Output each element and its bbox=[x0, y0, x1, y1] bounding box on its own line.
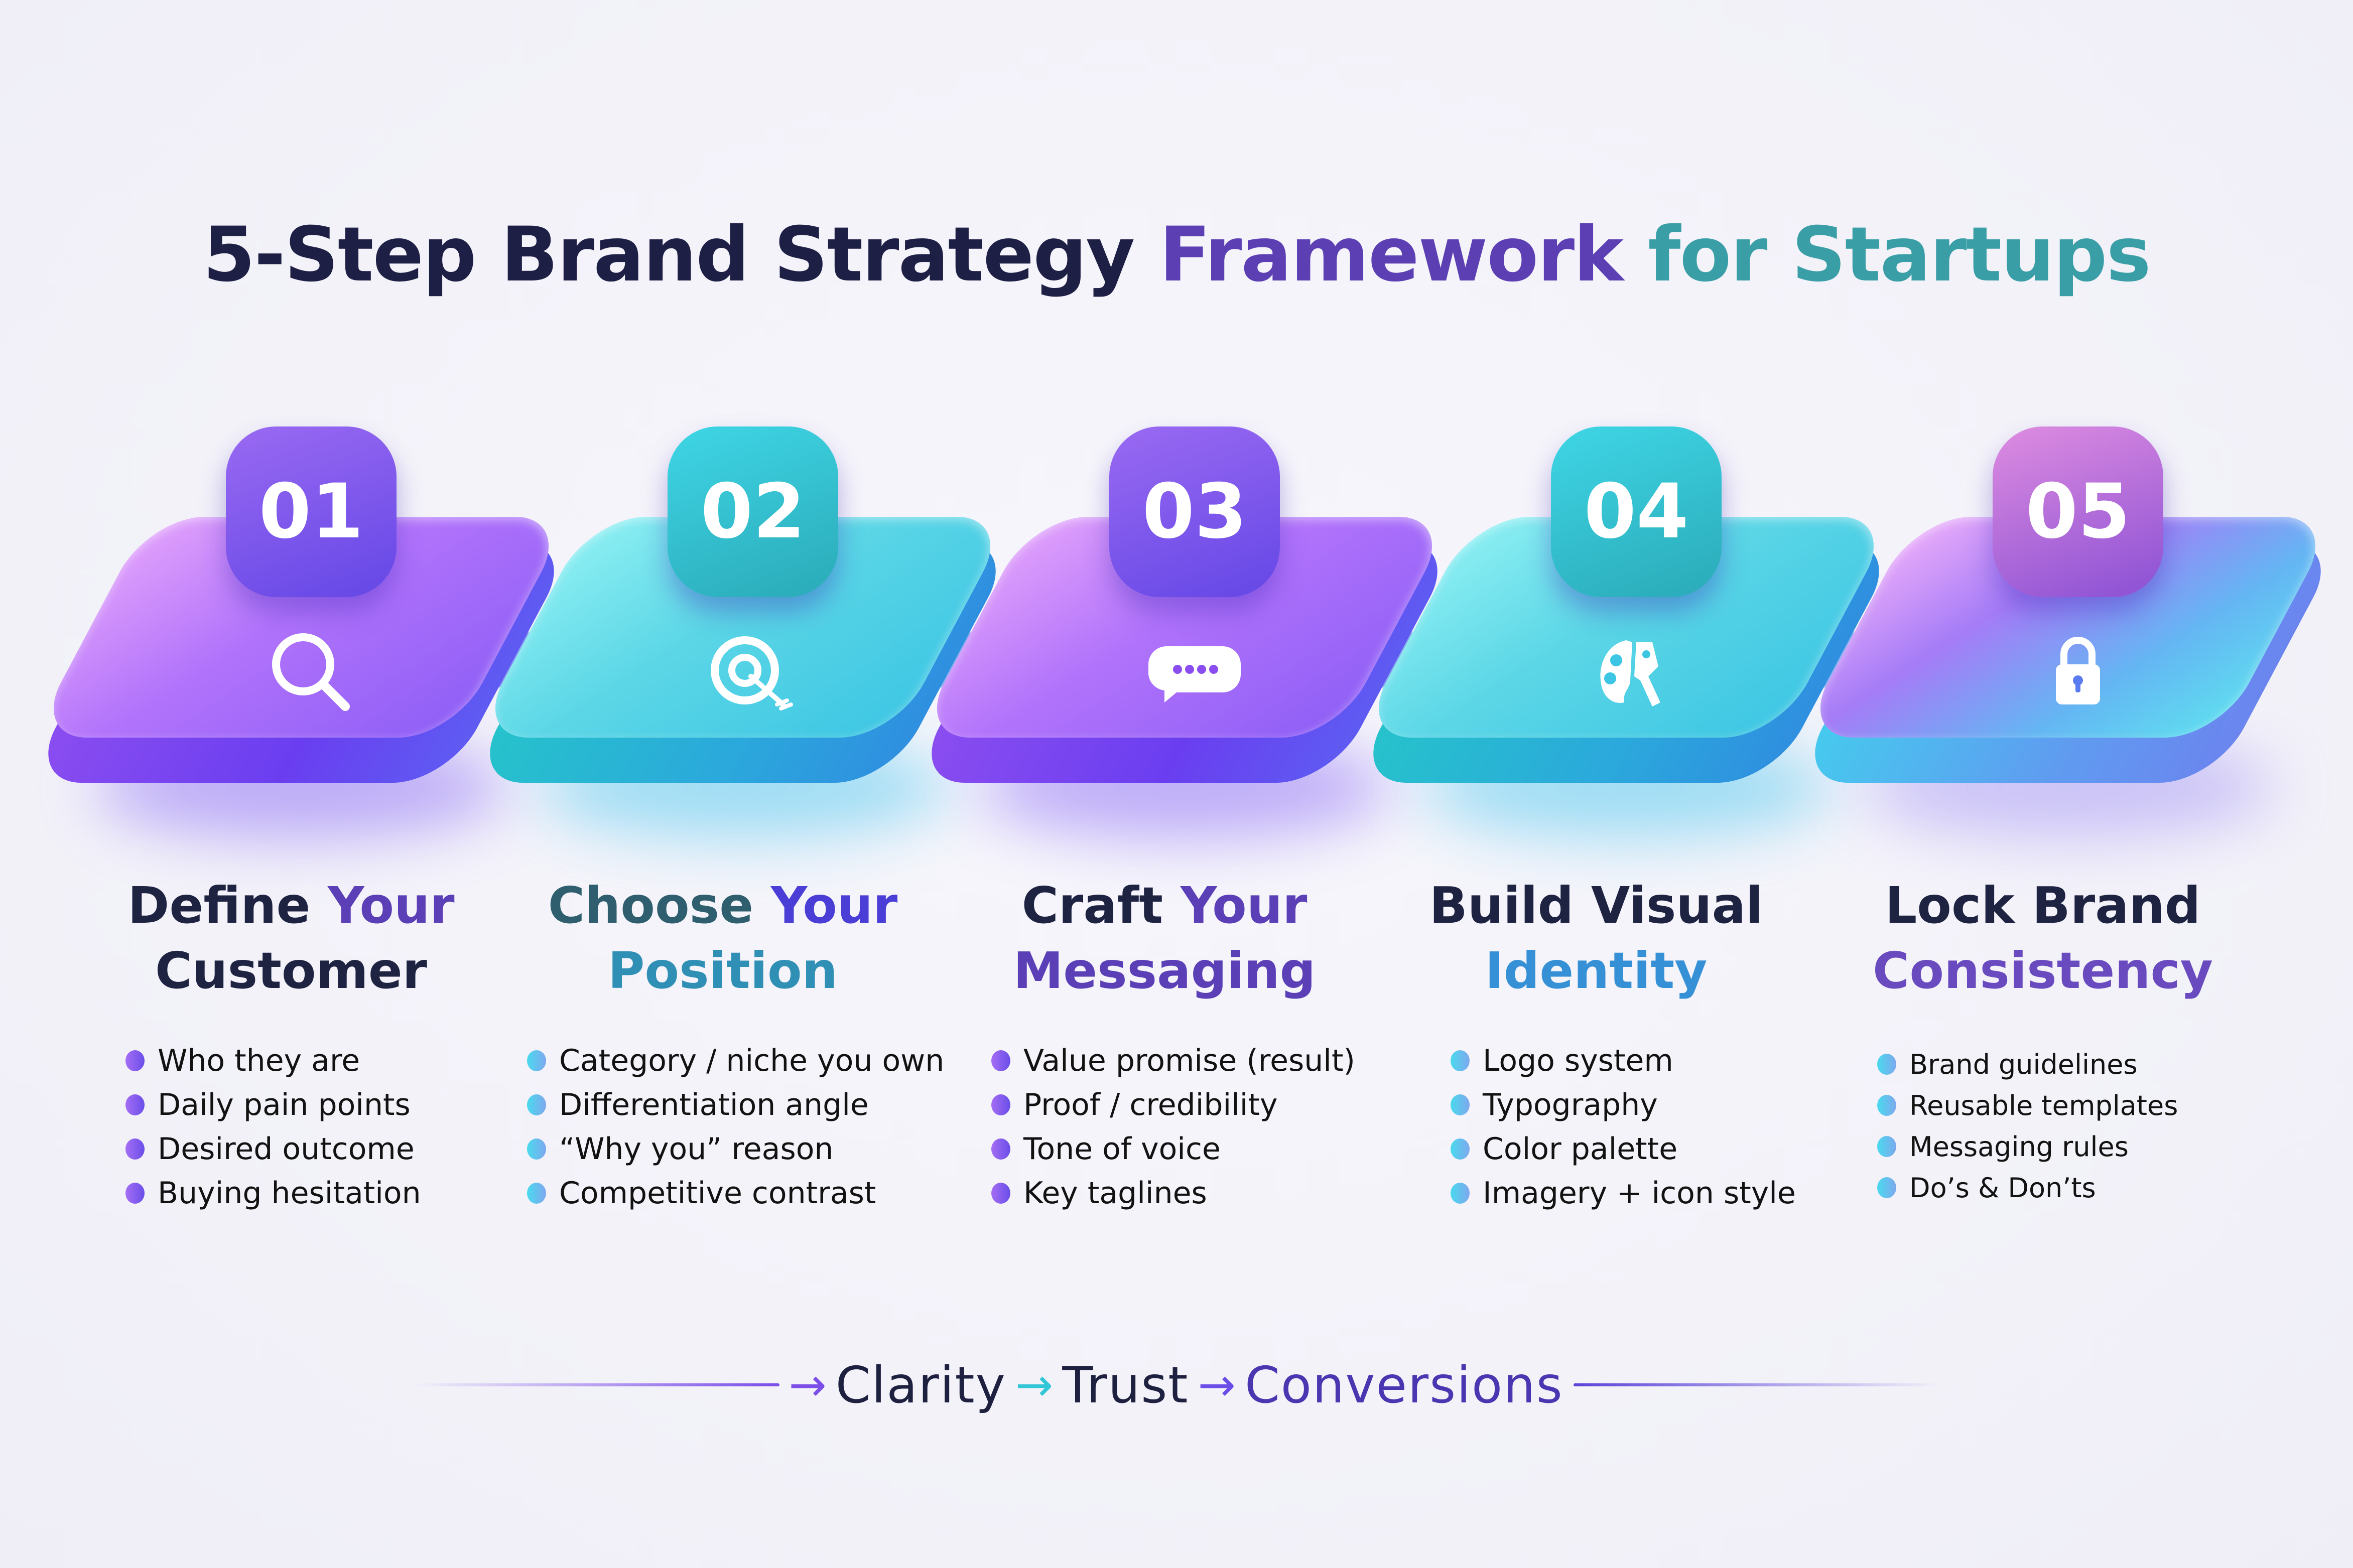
bullet-dot-icon bbox=[527, 1094, 546, 1115]
arrow-right-icon: → bbox=[1015, 1358, 1054, 1411]
step-5-bullets: Brand guidelines Reusable templates Mess… bbox=[1877, 1044, 2178, 1208]
list-item: Messaging rules bbox=[1877, 1126, 2178, 1167]
list-item: Proof / credibility bbox=[991, 1083, 1355, 1127]
list-item: “Why you” reason bbox=[527, 1127, 944, 1171]
bullet-dot-icon bbox=[125, 1094, 145, 1115]
list-item: Daily pain points bbox=[125, 1083, 421, 1127]
step-1-heading: Define Your Customer bbox=[127, 876, 455, 1000]
bullet-dot-icon bbox=[1451, 1138, 1470, 1160]
footer-word-conversions: Conversions bbox=[1244, 1355, 1563, 1414]
chat-bubble-icon bbox=[1148, 646, 1241, 702]
bullet-dot-icon bbox=[1877, 1177, 1896, 1198]
step-3-number-badge: 03 bbox=[1109, 426, 1280, 597]
bullet-dot-icon bbox=[1451, 1050, 1470, 1071]
step-4-heading: Build Visual Identity bbox=[1429, 876, 1763, 1000]
list-item: Imagery + icon style bbox=[1451, 1171, 1796, 1215]
step-5-platform: 05 bbox=[1793, 416, 2343, 838]
bullet-dot-icon bbox=[527, 1183, 546, 1204]
bullet-dot-icon bbox=[991, 1094, 1010, 1115]
step-1-platform: 01 bbox=[26, 416, 576, 838]
bullet-dot-icon bbox=[1877, 1136, 1896, 1157]
step-3-bullets: Value promise (result) Proof / credibili… bbox=[991, 1039, 1355, 1215]
bullet-dot-icon bbox=[125, 1183, 145, 1204]
bullet-dot-icon bbox=[1451, 1094, 1470, 1115]
bullet-dot-icon bbox=[991, 1183, 1010, 1204]
footer-line-left bbox=[413, 1383, 780, 1386]
step-2-heading: Choose Your Position bbox=[548, 876, 898, 1000]
footer-tagline: → Clarity → Trust → Conversions bbox=[0, 1350, 2353, 1420]
list-item: Desired outcome bbox=[125, 1127, 421, 1171]
step-2-bullets: Category / niche you own Differentiation… bbox=[527, 1039, 944, 1215]
step-2-number-badge: 02 bbox=[668, 426, 838, 597]
step-4-number-badge: 04 bbox=[1551, 426, 1722, 597]
list-item: Value promise (result) bbox=[991, 1039, 1355, 1083]
list-item: Buying hesitation bbox=[125, 1171, 421, 1215]
step-4-platform: 04 bbox=[1351, 416, 1901, 838]
lock-icon bbox=[2056, 637, 2100, 704]
list-item: Brand guidelines bbox=[1877, 1044, 2178, 1085]
step-1-bullets: Who they are Daily pain points Desired o… bbox=[125, 1039, 421, 1215]
bullet-dot-icon bbox=[527, 1138, 546, 1160]
step-1-number-badge: 01 bbox=[226, 426, 397, 597]
footer-word-clarity: Clarity bbox=[835, 1355, 1006, 1414]
list-item: Who they are bbox=[125, 1039, 421, 1083]
list-item: Competitive contrast bbox=[527, 1171, 944, 1215]
page-title: 5-Step Brand Strategy Framework for Star… bbox=[0, 211, 2353, 299]
step-5-number-badge: 05 bbox=[1993, 426, 2163, 597]
title-part-2: Framework bbox=[1159, 211, 1624, 299]
bullet-dot-icon bbox=[1877, 1095, 1896, 1116]
arrow-right-icon: → bbox=[1198, 1358, 1236, 1411]
bullet-dot-icon bbox=[991, 1050, 1010, 1071]
step-3-platform: 03 bbox=[909, 416, 1460, 838]
search-icon bbox=[272, 633, 350, 711]
footer-word-trust: Trust bbox=[1062, 1355, 1189, 1414]
target-icon bbox=[711, 636, 793, 710]
list-item: Differentiation angle bbox=[527, 1083, 944, 1127]
bullet-dot-icon bbox=[1451, 1183, 1470, 1204]
list-item: Reusable templates bbox=[1877, 1085, 2178, 1126]
step-3-heading: Craft Your Messaging bbox=[1013, 876, 1316, 1000]
bullet-dot-icon bbox=[125, 1050, 145, 1071]
list-item: Category / niche you own bbox=[527, 1039, 944, 1083]
bullet-dot-icon bbox=[1877, 1054, 1896, 1075]
arrow-right-icon: → bbox=[789, 1358, 827, 1411]
bullet-dot-icon bbox=[125, 1138, 145, 1160]
palette-icon bbox=[1600, 640, 1660, 706]
list-item: Key taglines bbox=[991, 1171, 1355, 1215]
bullet-dot-icon bbox=[991, 1138, 1010, 1160]
step-5-heading: Lock Brand Consistency bbox=[1873, 876, 2213, 1000]
title-part-1: 5-Step Brand Strategy bbox=[203, 211, 1135, 299]
list-item: Logo system bbox=[1451, 1039, 1796, 1083]
list-item: Typography bbox=[1451, 1083, 1796, 1127]
step-2-platform: 02 bbox=[468, 416, 1018, 838]
list-item: Color palette bbox=[1451, 1127, 1796, 1171]
list-item: Tone of voice bbox=[991, 1127, 1355, 1171]
title-part-3: for Startups bbox=[1648, 211, 2151, 299]
step-4-bullets: Logo system Typography Color palette Ima… bbox=[1451, 1039, 1796, 1215]
footer-line-right bbox=[1573, 1383, 1940, 1386]
bullet-dot-icon bbox=[527, 1050, 546, 1071]
list-item: Do’s & Don’ts bbox=[1877, 1167, 2178, 1208]
